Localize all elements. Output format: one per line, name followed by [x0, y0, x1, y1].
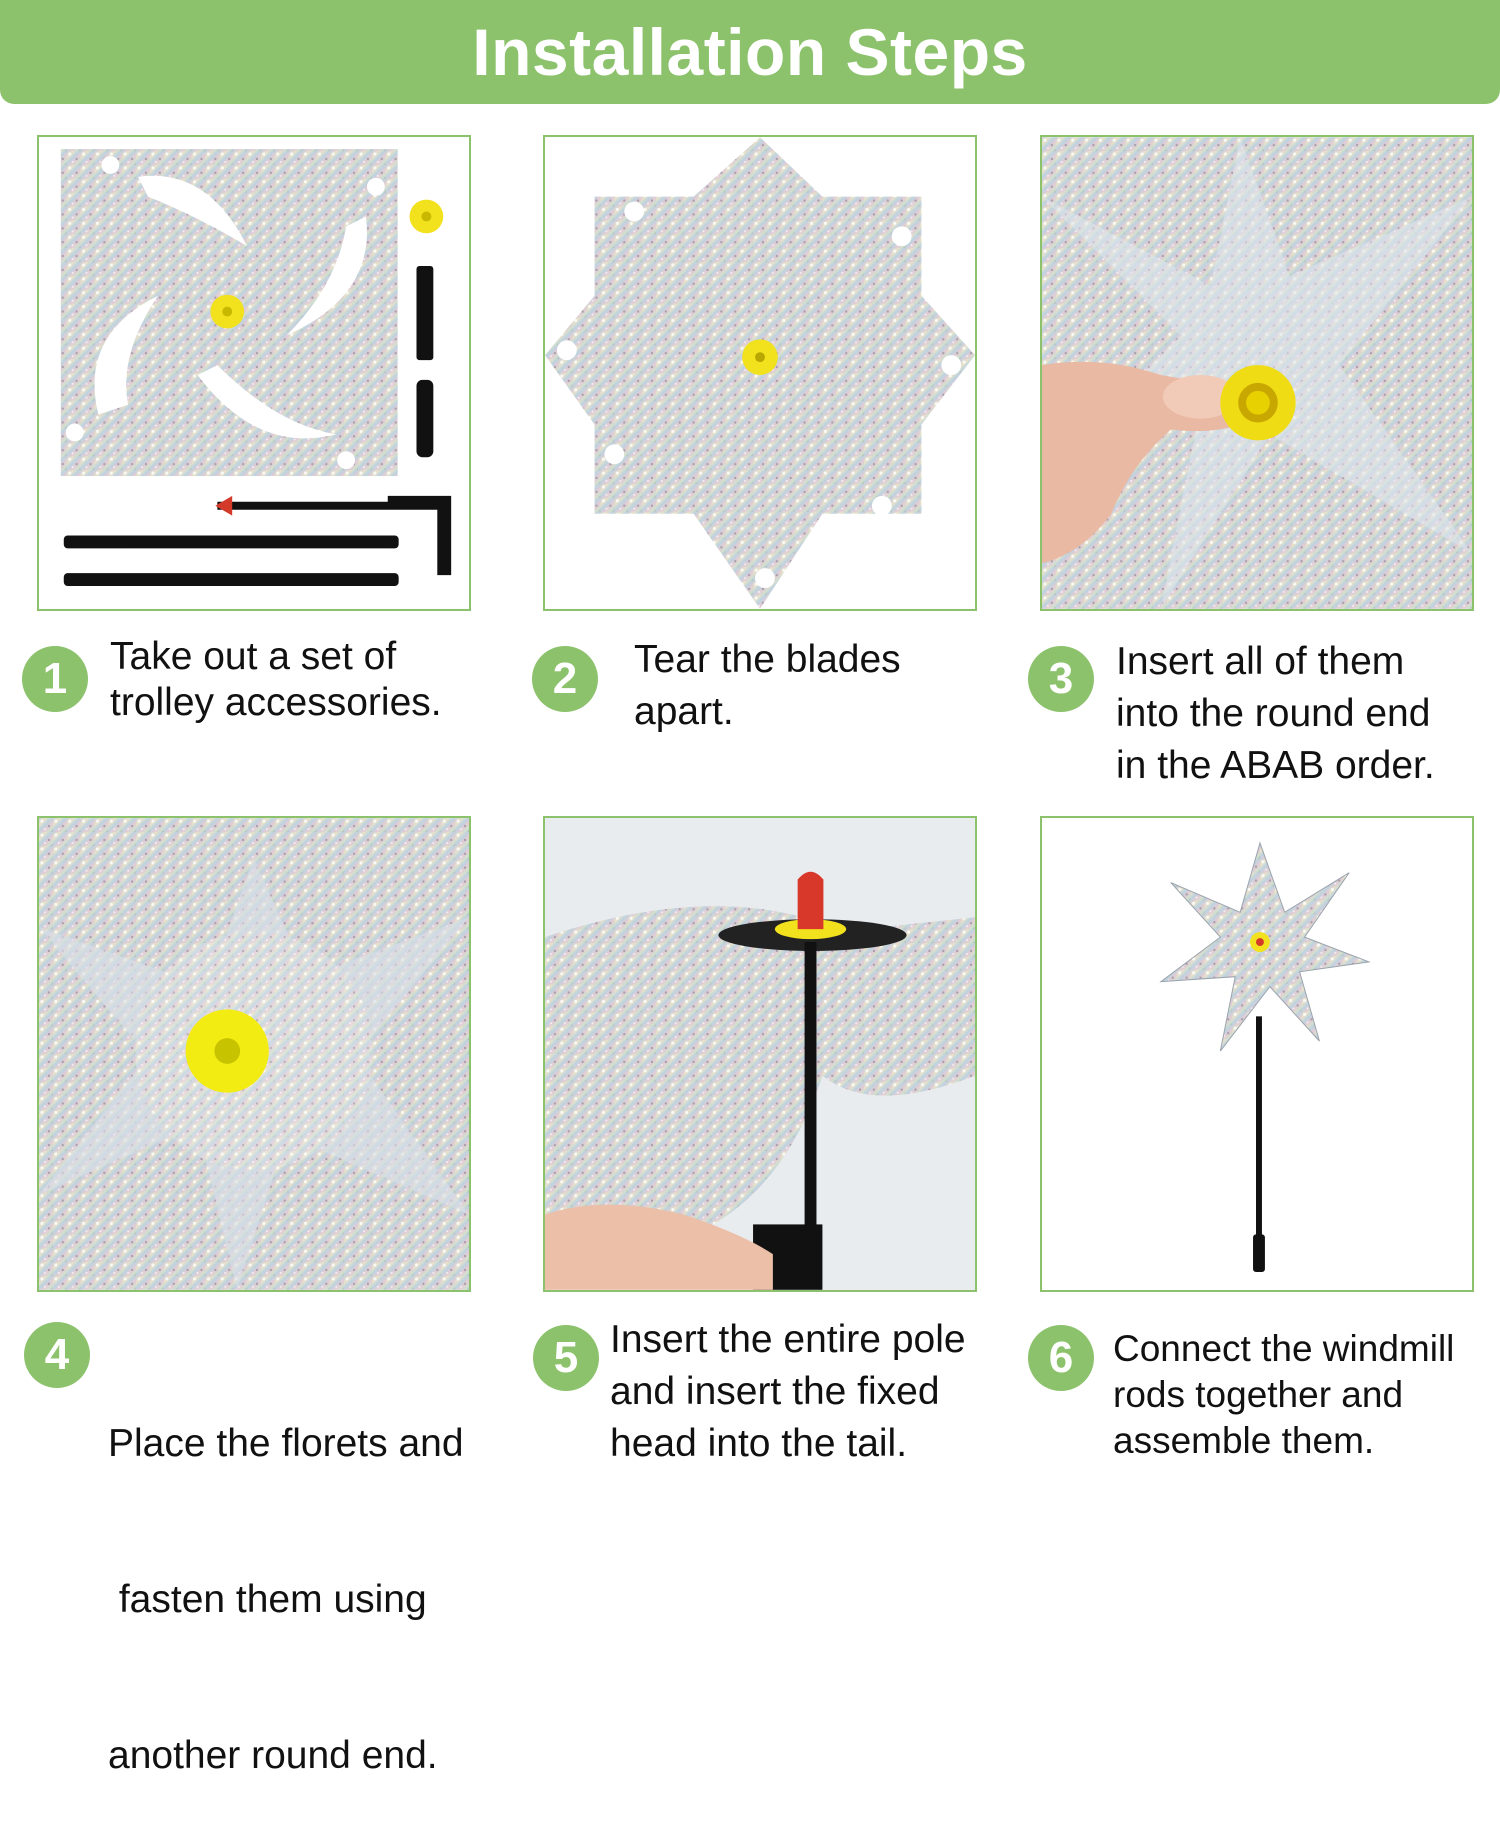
step-5-badge: 5 [533, 1325, 599, 1391]
step-1-badge: 1 [22, 646, 88, 712]
step-1-line-2: trolley accessories. [110, 681, 442, 724]
step-3-badge: 3 [1028, 646, 1094, 712]
step-4-line-1: Place the florets and [108, 1422, 464, 1465]
step-3-caption: Insert all of them into the round end in… [1116, 636, 1435, 792]
step-4-line-3: another round end. [108, 1734, 438, 1777]
inserting-round-end-photo [1040, 135, 1474, 611]
title-banner: Installation Steps [0, 0, 1500, 104]
fastened-florets-photo [37, 816, 471, 1292]
step-2-line-2: apart. [634, 690, 734, 733]
step-3-line-3: in the ABAB order. [1116, 744, 1435, 787]
step-5-caption: Insert the entire pole and insert the fi… [610, 1314, 966, 1470]
accessories-kit-photo [37, 135, 471, 611]
step-3-line-2: into the round end [1116, 692, 1431, 735]
step-3-line-1: Insert all of them [1116, 640, 1405, 683]
step-4-badge: 4 [24, 1322, 90, 1388]
pole-insertion-photo [543, 816, 977, 1292]
step-6-badge: 6 [1028, 1325, 1094, 1391]
step-5-line-2: and insert the fixed [610, 1370, 940, 1413]
step-2-caption: Tear the blades apart. [634, 634, 901, 738]
step-6-line-3: assemble them. [1113, 1420, 1375, 1461]
step-2-line-1: Tear the blades [634, 638, 901, 681]
page-title: Installation Steps [472, 15, 1028, 89]
step-4-line-2: fasten them using [108, 1578, 427, 1621]
separated-blades-photo [543, 135, 977, 611]
step-5-line-3: head into the tail. [610, 1422, 908, 1465]
step-2-badge: 2 [532, 646, 598, 712]
step-1-caption: Take out a set of trolley accessories. [110, 634, 442, 726]
step-4-caption: Place the florets and fasten them using … [108, 1314, 464, 1834]
step-5-line-1: Insert the entire pole [610, 1318, 966, 1361]
step-1-line-1: Take out a set of [110, 635, 397, 678]
assembled-windmill-photo [1040, 816, 1474, 1292]
step-6-line-1: Connect the windmill [1113, 1328, 1455, 1369]
step-6-line-2: rods together and [1113, 1374, 1404, 1415]
step-6-caption: Connect the windmill rods together and a… [1113, 1326, 1454, 1464]
